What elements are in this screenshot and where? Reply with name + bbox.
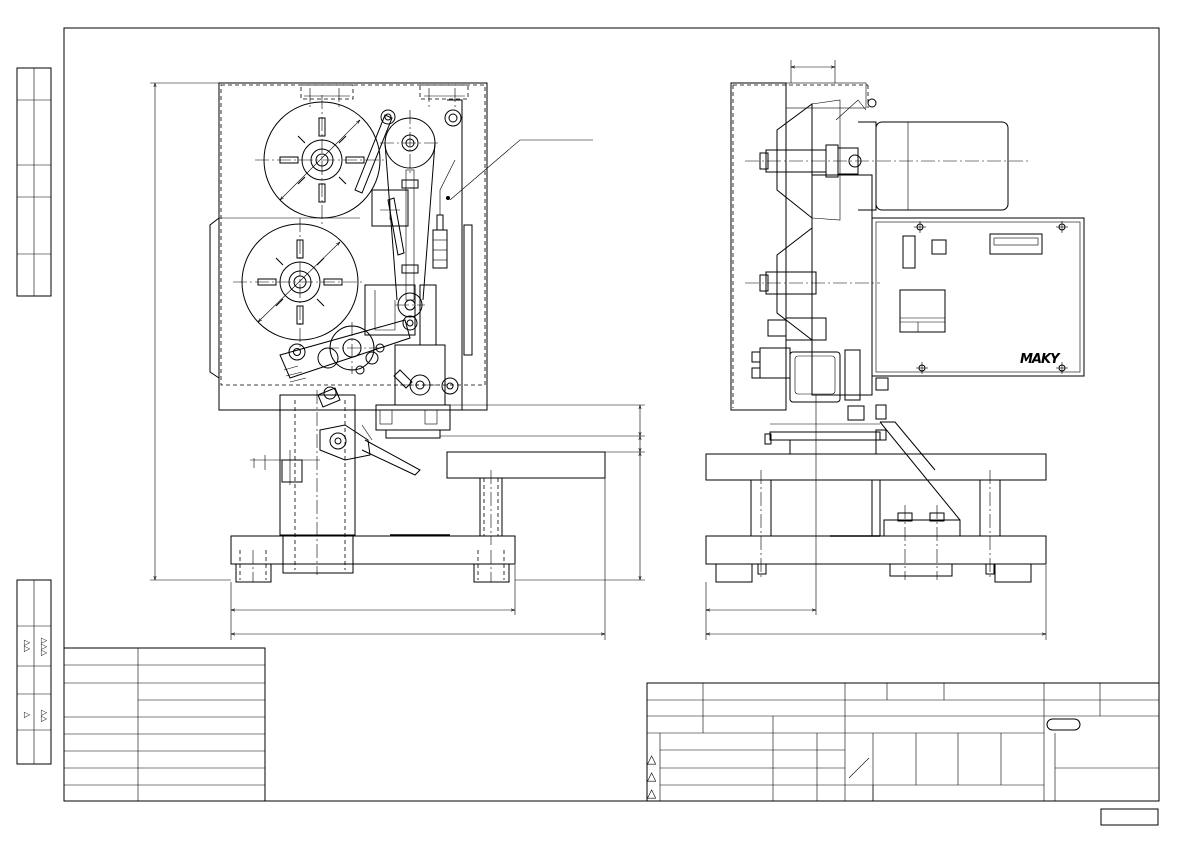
finish-symbol-triple: ▽▽▽ (39, 637, 48, 656)
finish-symbol-double-b: ▽▽ (39, 709, 48, 722)
parts-list-table (63, 647, 266, 802)
brand-plate: MAKY (1020, 352, 1061, 367)
revision-triangles: △ △ △ (647, 752, 657, 800)
title-block (646, 682, 1160, 802)
surface-finish-symbols: ▽▽ ▽▽▽ ▽ ▽▽ (22, 637, 48, 722)
sheet-frame (16, 27, 1160, 826)
front-view (150, 82, 645, 640)
side-view: MAKY (705, 60, 1085, 640)
finish-symbol-double: ▽▽ (22, 639, 31, 652)
revision-mark-1: △ (647, 752, 657, 766)
finish-symbol-single: ▽ (22, 711, 31, 718)
revision-mark-3: △ (647, 786, 657, 800)
revision-mark-2: △ (647, 769, 657, 783)
